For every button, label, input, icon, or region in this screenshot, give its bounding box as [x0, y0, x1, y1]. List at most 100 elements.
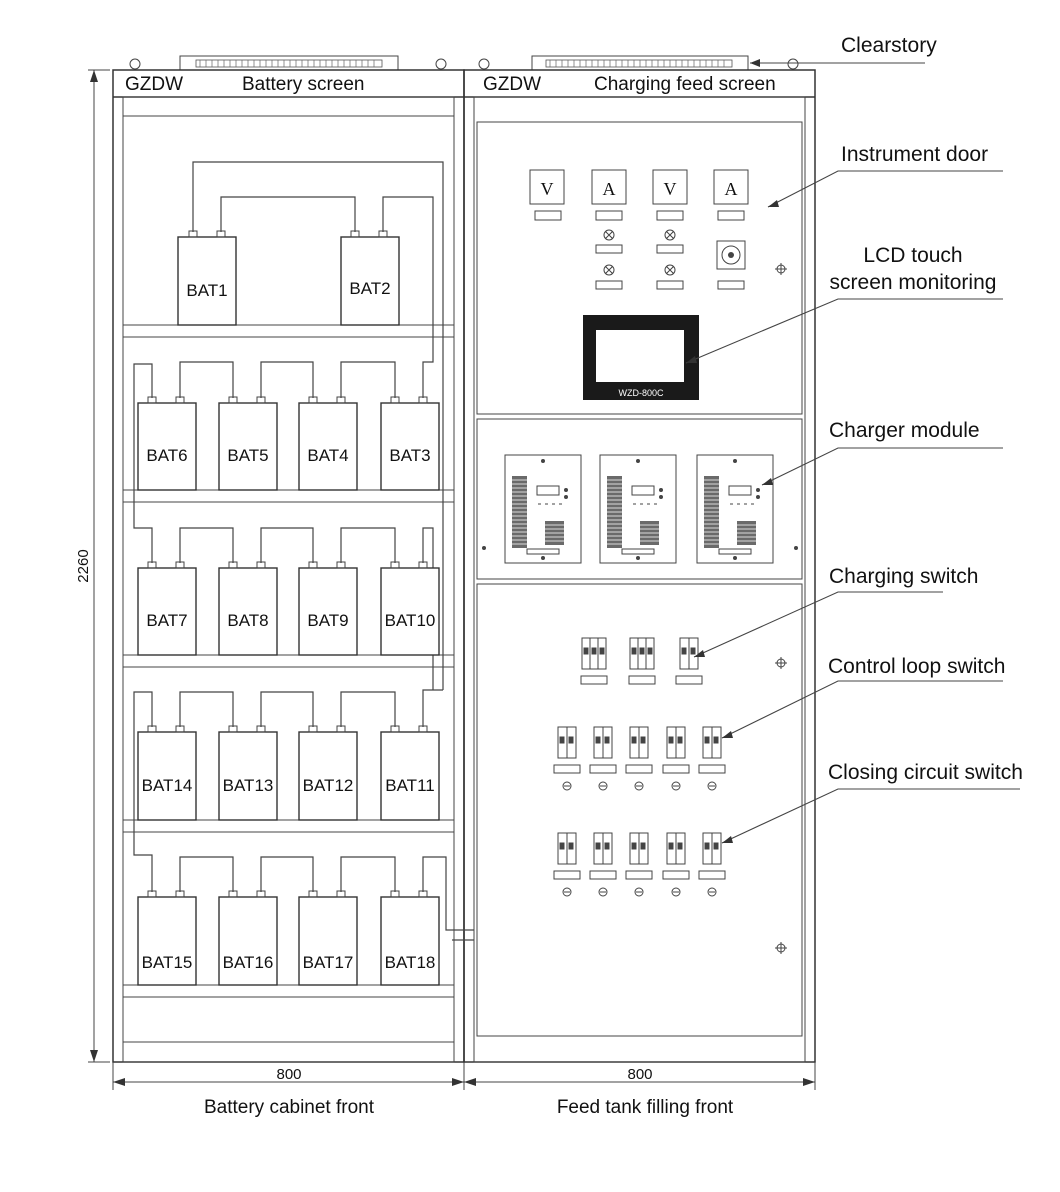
battery-cell: BAT4 — [298, 396, 358, 491]
lifting-eye-icon — [787, 58, 799, 70]
roof-vent-right — [531, 55, 749, 71]
battery-wiring — [133, 161, 474, 941]
breaker-2pole-icon — [553, 832, 581, 897]
battery-label: BAT2 — [349, 279, 390, 298]
charger-modules — [482, 454, 798, 564]
breaker-2pole-icon — [698, 832, 726, 897]
charger-module-unit — [696, 454, 774, 564]
instrument-door-panel — [476, 121, 803, 415]
callout-clearstory: Clearstory — [841, 34, 937, 57]
breaker-2pole-icon — [625, 832, 653, 897]
battery-label: BAT1 — [186, 281, 227, 300]
battery-label: BAT7 — [146, 611, 187, 630]
battery-cell: BAT3 — [380, 396, 440, 491]
battery-row-2: BAT6 BAT5 BAT4 BAT3 — [137, 396, 440, 491]
width-right-label: 800 — [627, 1066, 652, 1083]
callout-lcd-line1: LCD touch — [863, 244, 962, 267]
callout-closing-circuit-switch: Closing circuit switch — [828, 761, 1023, 784]
battery-label: BAT12 — [303, 776, 354, 795]
lifting-eye-icon — [129, 58, 141, 70]
breaker-2pole-icon — [698, 726, 726, 791]
battery-cell: BAT10 — [380, 561, 440, 656]
battery-cell: BAT12 — [298, 725, 358, 821]
dimension-widths — [112, 1062, 816, 1090]
brand-right: GZDW — [483, 74, 541, 95]
charger-module-unit — [599, 454, 677, 564]
callout-charger-module: Charger module — [829, 419, 980, 442]
breaker-2pole-icon — [675, 637, 703, 685]
title-battery-screen: Battery screen — [242, 74, 365, 95]
battery-cell: BAT16 — [218, 890, 278, 986]
battery-cell: BAT8 — [218, 561, 278, 656]
battery-cell: BAT17 — [298, 890, 358, 986]
battery-row-5: BAT15 BAT16 BAT17 BAT18 — [137, 890, 440, 986]
svg-text:A: A — [603, 179, 616, 199]
battery-label: BAT11 — [385, 776, 434, 795]
battery-row-1: BAT1 BAT2 — [177, 230, 400, 326]
lcd-model-label: WZD-800C — [618, 388, 664, 398]
caption-feed-tank-filling-front: Feed tank filling front — [557, 1097, 734, 1118]
charger-module-unit — [504, 454, 582, 564]
charging-switches — [580, 637, 703, 685]
width-left-label: 800 — [276, 1066, 301, 1083]
ammeter-icon: A — [713, 169, 749, 221]
roof-vent-left — [179, 55, 399, 71]
battery-cell: BAT7 — [137, 561, 197, 656]
closing-circuit-switches — [553, 832, 726, 897]
battery-label: BAT15 — [142, 953, 193, 972]
battery-cell: BAT13 — [218, 725, 278, 821]
callout-leaders — [685, 62, 1020, 844]
indicator-lamps — [595, 229, 684, 290]
battery-cell: BAT15 — [137, 890, 197, 986]
battery-cell: BAT11 — [380, 725, 440, 821]
breaker-2pole-icon — [662, 726, 690, 791]
height-dimension-label: 2260 — [75, 549, 92, 582]
switch-panel — [476, 583, 803, 1037]
control-loop-switches — [553, 726, 726, 791]
lcd-touch-screen: WZD-800C — [583, 315, 699, 400]
battery-cell: BAT6 — [137, 396, 197, 491]
battery-row-4: BAT14 BAT13 BAT12 BAT11 — [137, 725, 440, 821]
battery-label: BAT14 — [142, 776, 193, 795]
svg-text:V: V — [541, 179, 554, 199]
battery-label: BAT6 — [146, 446, 187, 465]
battery-label: BAT8 — [227, 611, 268, 630]
battery-row-3: BAT7 BAT8 BAT9 BAT10 — [137, 561, 440, 656]
breaker-3pole-icon — [628, 637, 656, 685]
callout-lcd-line2: screen monitoring — [830, 271, 997, 294]
callout-charging-switch: Charging switch — [829, 565, 978, 588]
crosshair-mark-icon — [775, 942, 787, 954]
crosshair-mark-icon — [775, 657, 787, 669]
indicator-lamp-icon — [595, 229, 623, 254]
dimension-height — [88, 69, 110, 1063]
title-charging-feed-screen: Charging feed screen — [594, 74, 776, 95]
battery-label: BAT3 — [389, 446, 430, 465]
battery-label: BAT4 — [307, 446, 348, 465]
battery-label: BAT5 — [227, 446, 268, 465]
battery-cell: BAT9 — [298, 561, 358, 656]
crosshair-mark-icon — [775, 263, 787, 275]
feed-cabinet-frame — [463, 69, 816, 1063]
battery-label: BAT17 — [303, 953, 354, 972]
battery-cell: BAT14 — [137, 725, 197, 821]
battery-cell: BAT5 — [218, 396, 278, 491]
svg-text:V: V — [664, 179, 677, 199]
battery-cell: BAT1 — [177, 230, 237, 326]
ammeter-icon: A — [591, 169, 627, 221]
battery-cell: BAT18 — [380, 890, 440, 986]
breaker-2pole-icon — [553, 726, 581, 791]
breaker-2pole-icon — [589, 832, 617, 897]
brand-left: GZDW — [125, 74, 183, 95]
lifting-eye-icon — [478, 58, 490, 70]
indicator-lamp-icon — [595, 264, 623, 290]
caption-battery-cabinet-front: Battery cabinet front — [204, 1097, 375, 1118]
charger-module-panel — [476, 418, 803, 580]
indicator-lamp-icon — [656, 264, 684, 290]
battery-label: BAT18 — [385, 953, 436, 972]
battery-label: BAT16 — [223, 953, 274, 972]
indicator-lamp-icon — [656, 229, 684, 254]
battery-label: BAT13 — [223, 776, 274, 795]
battery-shelves — [122, 324, 455, 998]
